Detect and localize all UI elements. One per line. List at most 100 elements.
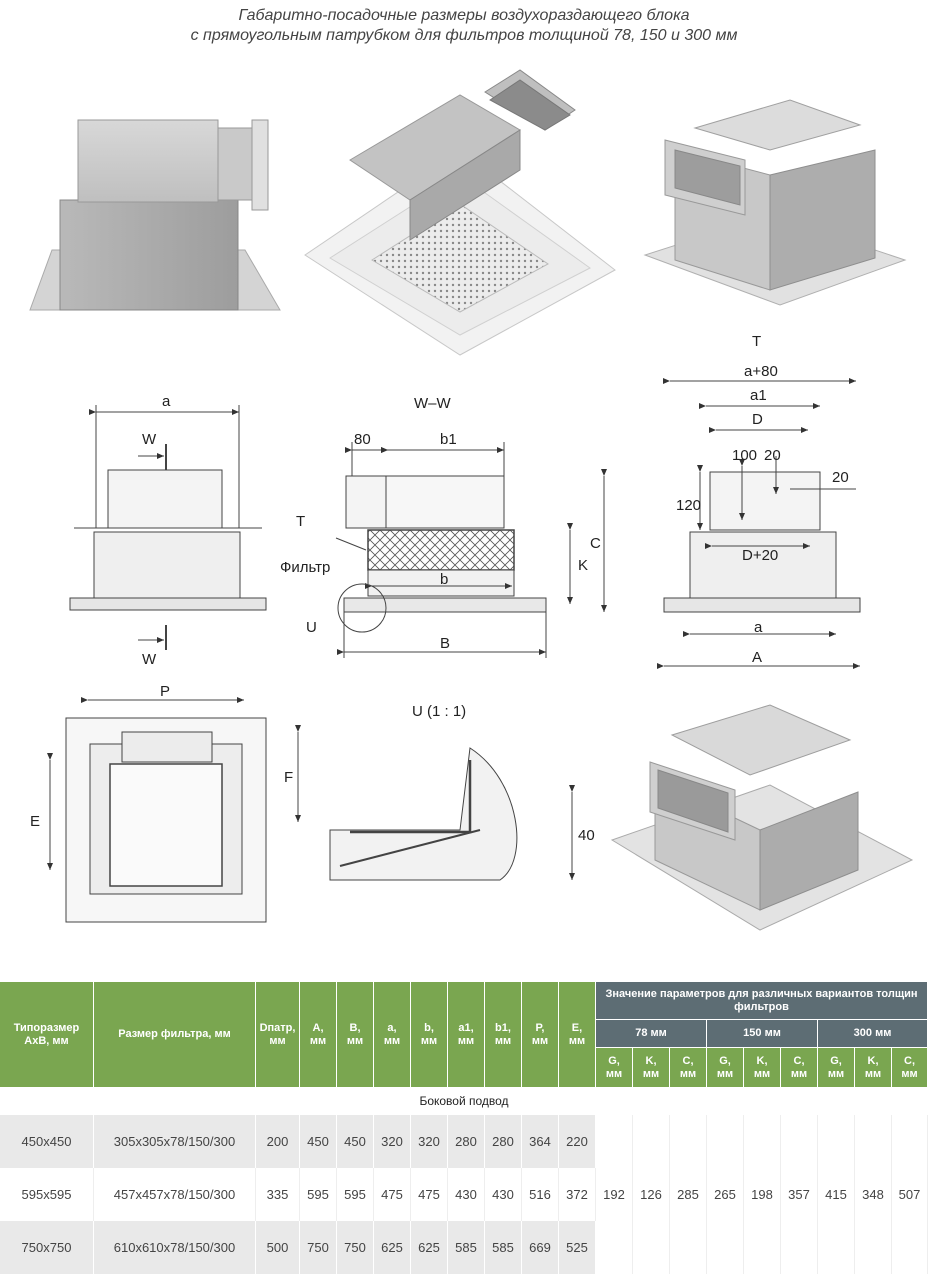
th-col-name: B, (349, 1021, 361, 1034)
cell-value: 516 (522, 1168, 559, 1221)
th-col-0: A,мм (300, 982, 337, 1087)
th-group-title: Значение параметров для различных вариан… (596, 982, 928, 1020)
cell-value: 320 (411, 1115, 448, 1168)
cell-value: 525 (559, 1221, 596, 1274)
label-d20: D+20 (742, 547, 778, 564)
th-col-2: a,мм (374, 982, 411, 1087)
th-col-name: a1, (458, 1021, 474, 1034)
cell-value: 364 (522, 1115, 559, 1168)
th-col-name: A, (312, 1021, 324, 1034)
label-a1: a1 (750, 387, 767, 404)
th-sub-name: C, (793, 1054, 805, 1067)
th-col-unit: мм (346, 1034, 364, 1047)
th-sub-name: K, (756, 1054, 768, 1067)
cell-shared-value: 348 (855, 1115, 892, 1274)
label-a80: a+80 (744, 363, 778, 380)
th-col-name: b, (424, 1021, 434, 1034)
th-col-name: a, (387, 1021, 397, 1034)
th-sub-unit: мм (790, 1067, 808, 1080)
cell-value: 750 (337, 1221, 374, 1274)
th-col-5: b1,мм (485, 982, 522, 1087)
cell-value: 595 (337, 1168, 374, 1221)
label-f: F (284, 769, 293, 786)
cell-shared-value: 126 (633, 1115, 670, 1274)
label-120: 120 (676, 497, 701, 514)
label-b: b (440, 571, 448, 588)
cell-value: 625 (374, 1221, 411, 1274)
cell-value: 430 (485, 1168, 522, 1221)
th-d-unit: мм (269, 1034, 286, 1047)
label-40: 40 (578, 827, 595, 844)
th-sub-unit: мм (864, 1067, 882, 1080)
th-col-unit: мм (531, 1034, 549, 1047)
page-title: Габаритно-посадочные размеры воздухоразд… (0, 6, 928, 46)
label-20b: 20 (832, 469, 849, 486)
cell-value: 669 (522, 1221, 559, 1274)
label-b1: b1 (440, 431, 457, 448)
th-col-unit: мм (309, 1034, 327, 1047)
th-sub-unit: мм (901, 1067, 918, 1080)
label-k: K (578, 557, 588, 574)
cell-value: 280 (485, 1115, 522, 1168)
th-sub-unit: мм (753, 1067, 771, 1080)
th-sub-name: C, (904, 1054, 915, 1067)
label-c: C (590, 535, 601, 552)
th-col-unit: мм (568, 1034, 586, 1047)
th-col-unit: мм (457, 1034, 475, 1047)
cell-shared-value: 507 (892, 1115, 928, 1274)
title-line-1: Габаритно-посадочные размеры воздухоразд… (238, 7, 690, 24)
render-ceiling-view (304, 69, 616, 356)
title-line-2: с прямоугольным патрубком для фильтров т… (190, 27, 738, 44)
th-d: Dпатр, мм (256, 982, 300, 1087)
cell-value: 430 (448, 1168, 485, 1221)
label-t-right: T (752, 333, 761, 350)
cell-value: 500 (256, 1221, 300, 1274)
label-100: 100 (732, 447, 757, 464)
label-u: U (306, 619, 317, 636)
label-a-lower: a (754, 619, 763, 636)
th-col-unit: мм (383, 1034, 401, 1047)
cell-value: 585 (448, 1221, 485, 1274)
th-sub-5: C,мм (781, 1048, 818, 1087)
cell-value: 585 (485, 1221, 522, 1274)
th-sub-3: G,мм (707, 1048, 744, 1087)
drawing-section-ww (335, 442, 607, 658)
cell-shared-value: 192 (596, 1115, 633, 1274)
th-col-1: B,мм (337, 982, 374, 1087)
cell-value: 280 (448, 1115, 485, 1168)
th-sub-6: G,мм (818, 1048, 855, 1087)
th-sub-name: G, (719, 1054, 731, 1067)
cell-value: 475 (374, 1168, 411, 1221)
cell-filter: 610x610x78/150/300 (94, 1221, 256, 1274)
th-sub-unit: мм (679, 1067, 697, 1080)
th-col-name: P, (535, 1021, 545, 1034)
th-col-4: a1,мм (448, 982, 485, 1087)
th-col-3: b,мм (411, 982, 448, 1087)
th-col-7: E,мм (559, 982, 596, 1087)
th-col-name: E, (571, 1021, 583, 1034)
th-sub-unit: мм (605, 1067, 623, 1080)
label-80: 80 (354, 431, 371, 448)
cell-value: 475 (411, 1168, 448, 1221)
cell-size: 750x750 (0, 1221, 94, 1274)
th-filter: Размер фильтра, мм (94, 982, 256, 1087)
th-sub-name: G, (830, 1054, 842, 1067)
cell-value: 450 (337, 1115, 374, 1168)
label-d: D (752, 411, 763, 428)
label-bb: B (440, 635, 450, 652)
th-size: Типоразмер AxB, мм (0, 982, 94, 1087)
th-sub-unit: мм (827, 1067, 845, 1080)
cell-value: 372 (559, 1168, 596, 1221)
th-col-unit: мм (420, 1034, 438, 1047)
drawing-front-elevation (69, 405, 267, 650)
th-thickness-150: 150 мм (707, 1020, 818, 1048)
label-t-left: T (296, 513, 305, 530)
label-section-ww: W–W (414, 395, 452, 412)
cell-filter: 457x457x78/150/300 (94, 1168, 256, 1221)
th-sub-7: K,мм (855, 1048, 892, 1087)
label-a: a (162, 393, 171, 410)
th-sub-name: K, (867, 1054, 879, 1067)
cell-shared-value: 198 (744, 1115, 781, 1274)
cell-shared-value: 285 (670, 1115, 707, 1274)
cell-shared-value: 415 (818, 1115, 855, 1274)
